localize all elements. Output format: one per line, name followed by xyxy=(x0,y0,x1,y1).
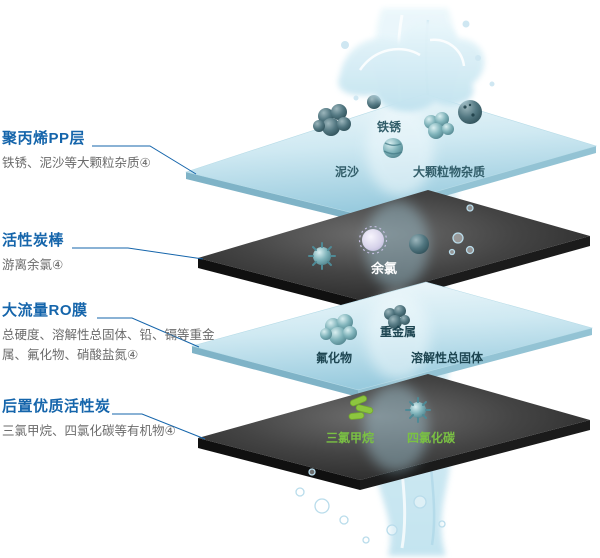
tag-fluoride: 氟化物 xyxy=(316,350,352,365)
water-bubbles xyxy=(295,204,475,544)
particle-spiky-virus xyxy=(308,242,336,270)
layer-ro-membrane: 重金属 氟化物 溶解性总固体 xyxy=(190,281,594,397)
particle-fluoride-cluster xyxy=(320,314,357,345)
stage-desc-pp: 铁锈、泥沙等大颗粒杂质④ xyxy=(2,156,151,170)
connector-post-carbon xyxy=(112,413,206,440)
connector-carbon-rod xyxy=(72,247,204,260)
connector-lines xyxy=(72,145,206,440)
stage-desc-post-carbon: 三氯甲烷、四氯化碳等有机物④ xyxy=(2,424,176,438)
particle-bacteria-green xyxy=(348,395,374,420)
stage-label-pp: 聚丙烯PP层 铁锈、泥沙等大颗粒杂质④ xyxy=(2,130,217,173)
stage-desc-carbon-rod: 游离余氯④ xyxy=(2,258,64,272)
tag-large-particles: 大颗粒物杂质 xyxy=(413,164,485,179)
layer-post-carbon: 三氯甲烷 四氯化碳 xyxy=(198,374,590,490)
stage-title-ro: 大流量RO膜 xyxy=(2,302,88,319)
particle-striped-sphere xyxy=(383,138,403,158)
tag-sediment: 泥沙 xyxy=(335,165,359,179)
particle-sediment-cluster xyxy=(313,104,351,136)
tag-residual-chlorine: 余氯 xyxy=(370,261,397,276)
connector-pp xyxy=(92,145,197,175)
particle-large-sphere xyxy=(458,100,482,124)
particle-chlorine-sphere xyxy=(409,234,429,254)
stage-title-pp: 聚丙烯PP层 xyxy=(2,130,86,147)
stage-label-carbon-rod: 活性炭棒 游离余氯④ xyxy=(2,232,217,275)
stage-desc-ro: 总硬度、溶解性总固体、铅、镉等重金属、氟化物、硝酸盐氮④ xyxy=(2,328,215,362)
particle-organics-virus xyxy=(405,397,431,423)
particle-heavy-metal-cluster xyxy=(384,305,410,329)
stage-label-ro: 大流量RO膜 总硬度、溶解性总固体、铅、镉等重金属、氟化物、硝酸盐氮④ xyxy=(2,302,217,365)
tag-carbon-tetrachloride: 四氯化碳 xyxy=(407,430,456,445)
stage-title-carbon-rod: 活性炭棒 xyxy=(2,232,65,249)
connector-ro xyxy=(97,317,200,348)
tag-heavy-metal: 重金属 xyxy=(380,324,416,339)
tag-rust: 铁锈 xyxy=(377,119,402,134)
particle-fuzzy-sphere xyxy=(358,225,388,255)
stage-label-post-carbon: 后置优质活性炭 三氯甲烷、四氯化碳等有机物④ xyxy=(2,398,217,441)
particle-teal-cluster xyxy=(424,112,454,139)
tag-chloroform: 三氯甲烷 xyxy=(326,430,374,445)
water-splash-top xyxy=(338,20,495,112)
tag-tds: 溶解性总固体 xyxy=(411,350,484,365)
stage-title-post-carbon: 后置优质活性炭 xyxy=(2,398,111,415)
